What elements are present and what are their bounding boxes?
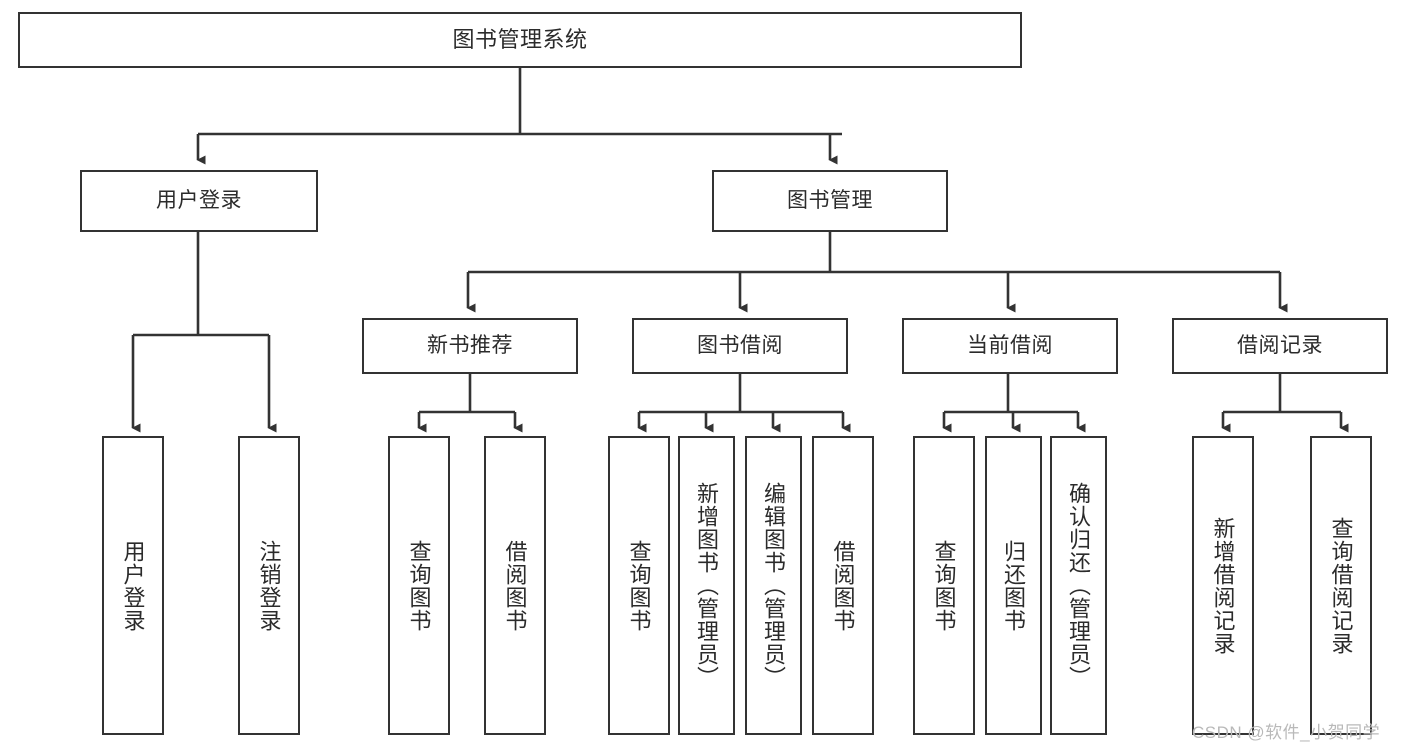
leaf-edit-book-admin-label: 编辑图书（管理员）: [761, 482, 787, 689]
leaf-add-book-admin-label: 新增图书（管理员）: [694, 482, 720, 689]
leaf-confirm-return-admin[interactable]: 确认归还（管理员）: [1050, 436, 1107, 735]
leaf-borrow-book-newbook[interactable]: 借阅图书: [484, 436, 546, 735]
csdn-watermark: CSDN @软件_小贺同学: [1192, 723, 1381, 742]
node-current-borrow[interactable]: 当前借阅: [902, 318, 1118, 374]
leaf-query-book-newbook-label: 查询图书: [406, 539, 432, 632]
node-borrow-record[interactable]: 借阅记录: [1172, 318, 1388, 374]
leaf-borrow-book[interactable]: 借阅图书: [812, 436, 874, 735]
node-current-borrow-label: 当前借阅: [967, 334, 1053, 358]
leaf-confirm-return-admin-label: 确认归还（管理员）: [1066, 482, 1092, 689]
leaf-user-login-label: 用户登录: [120, 539, 146, 632]
node-new-book-recommend-label: 新书推荐: [427, 334, 513, 358]
leaf-borrow-book-label: 借阅图书: [830, 539, 856, 632]
leaf-return-book-label: 归还图书: [1001, 539, 1027, 632]
leaf-return-book[interactable]: 归还图书: [985, 436, 1042, 735]
node-user-login[interactable]: 用户登录: [80, 170, 318, 232]
leaf-logout-login[interactable]: 注销登录: [238, 436, 300, 735]
leaf-logout-login-label: 注销登录: [256, 539, 282, 632]
leaf-query-book-borrow[interactable]: 查询图书: [608, 436, 670, 735]
leaf-user-login[interactable]: 用户登录: [102, 436, 164, 735]
leaf-query-book-current-label: 查询图书: [931, 539, 957, 632]
node-book-management-label: 图书管理: [787, 189, 873, 213]
node-book-borrow-label: 图书借阅: [697, 334, 783, 358]
leaf-query-book-current[interactable]: 查询图书: [913, 436, 975, 735]
leaf-add-borrow-record-label: 新增借阅记录: [1210, 516, 1236, 655]
leaf-add-book-admin[interactable]: 新增图书（管理员）: [678, 436, 735, 735]
leaf-borrow-book-newbook-label: 借阅图书: [502, 539, 528, 632]
node-book-management[interactable]: 图书管理: [712, 170, 948, 232]
node-book-borrow[interactable]: 图书借阅: [632, 318, 848, 374]
node-user-login-label: 用户登录: [156, 189, 242, 213]
leaf-edit-book-admin[interactable]: 编辑图书（管理员）: [745, 436, 802, 735]
node-borrow-record-label: 借阅记录: [1237, 334, 1323, 358]
leaf-query-borrow-record-label: 查询借阅记录: [1328, 516, 1354, 655]
leaf-query-borrow-record[interactable]: 查询借阅记录: [1310, 436, 1372, 735]
node-root[interactable]: 图书管理系统: [18, 12, 1022, 68]
node-new-book-recommend[interactable]: 新书推荐: [362, 318, 578, 374]
node-root-label: 图书管理系统: [452, 26, 588, 52]
leaf-query-book-newbook[interactable]: 查询图书: [388, 436, 450, 735]
leaf-query-book-borrow-label: 查询图书: [626, 539, 652, 632]
leaf-add-borrow-record[interactable]: 新增借阅记录: [1192, 436, 1254, 735]
